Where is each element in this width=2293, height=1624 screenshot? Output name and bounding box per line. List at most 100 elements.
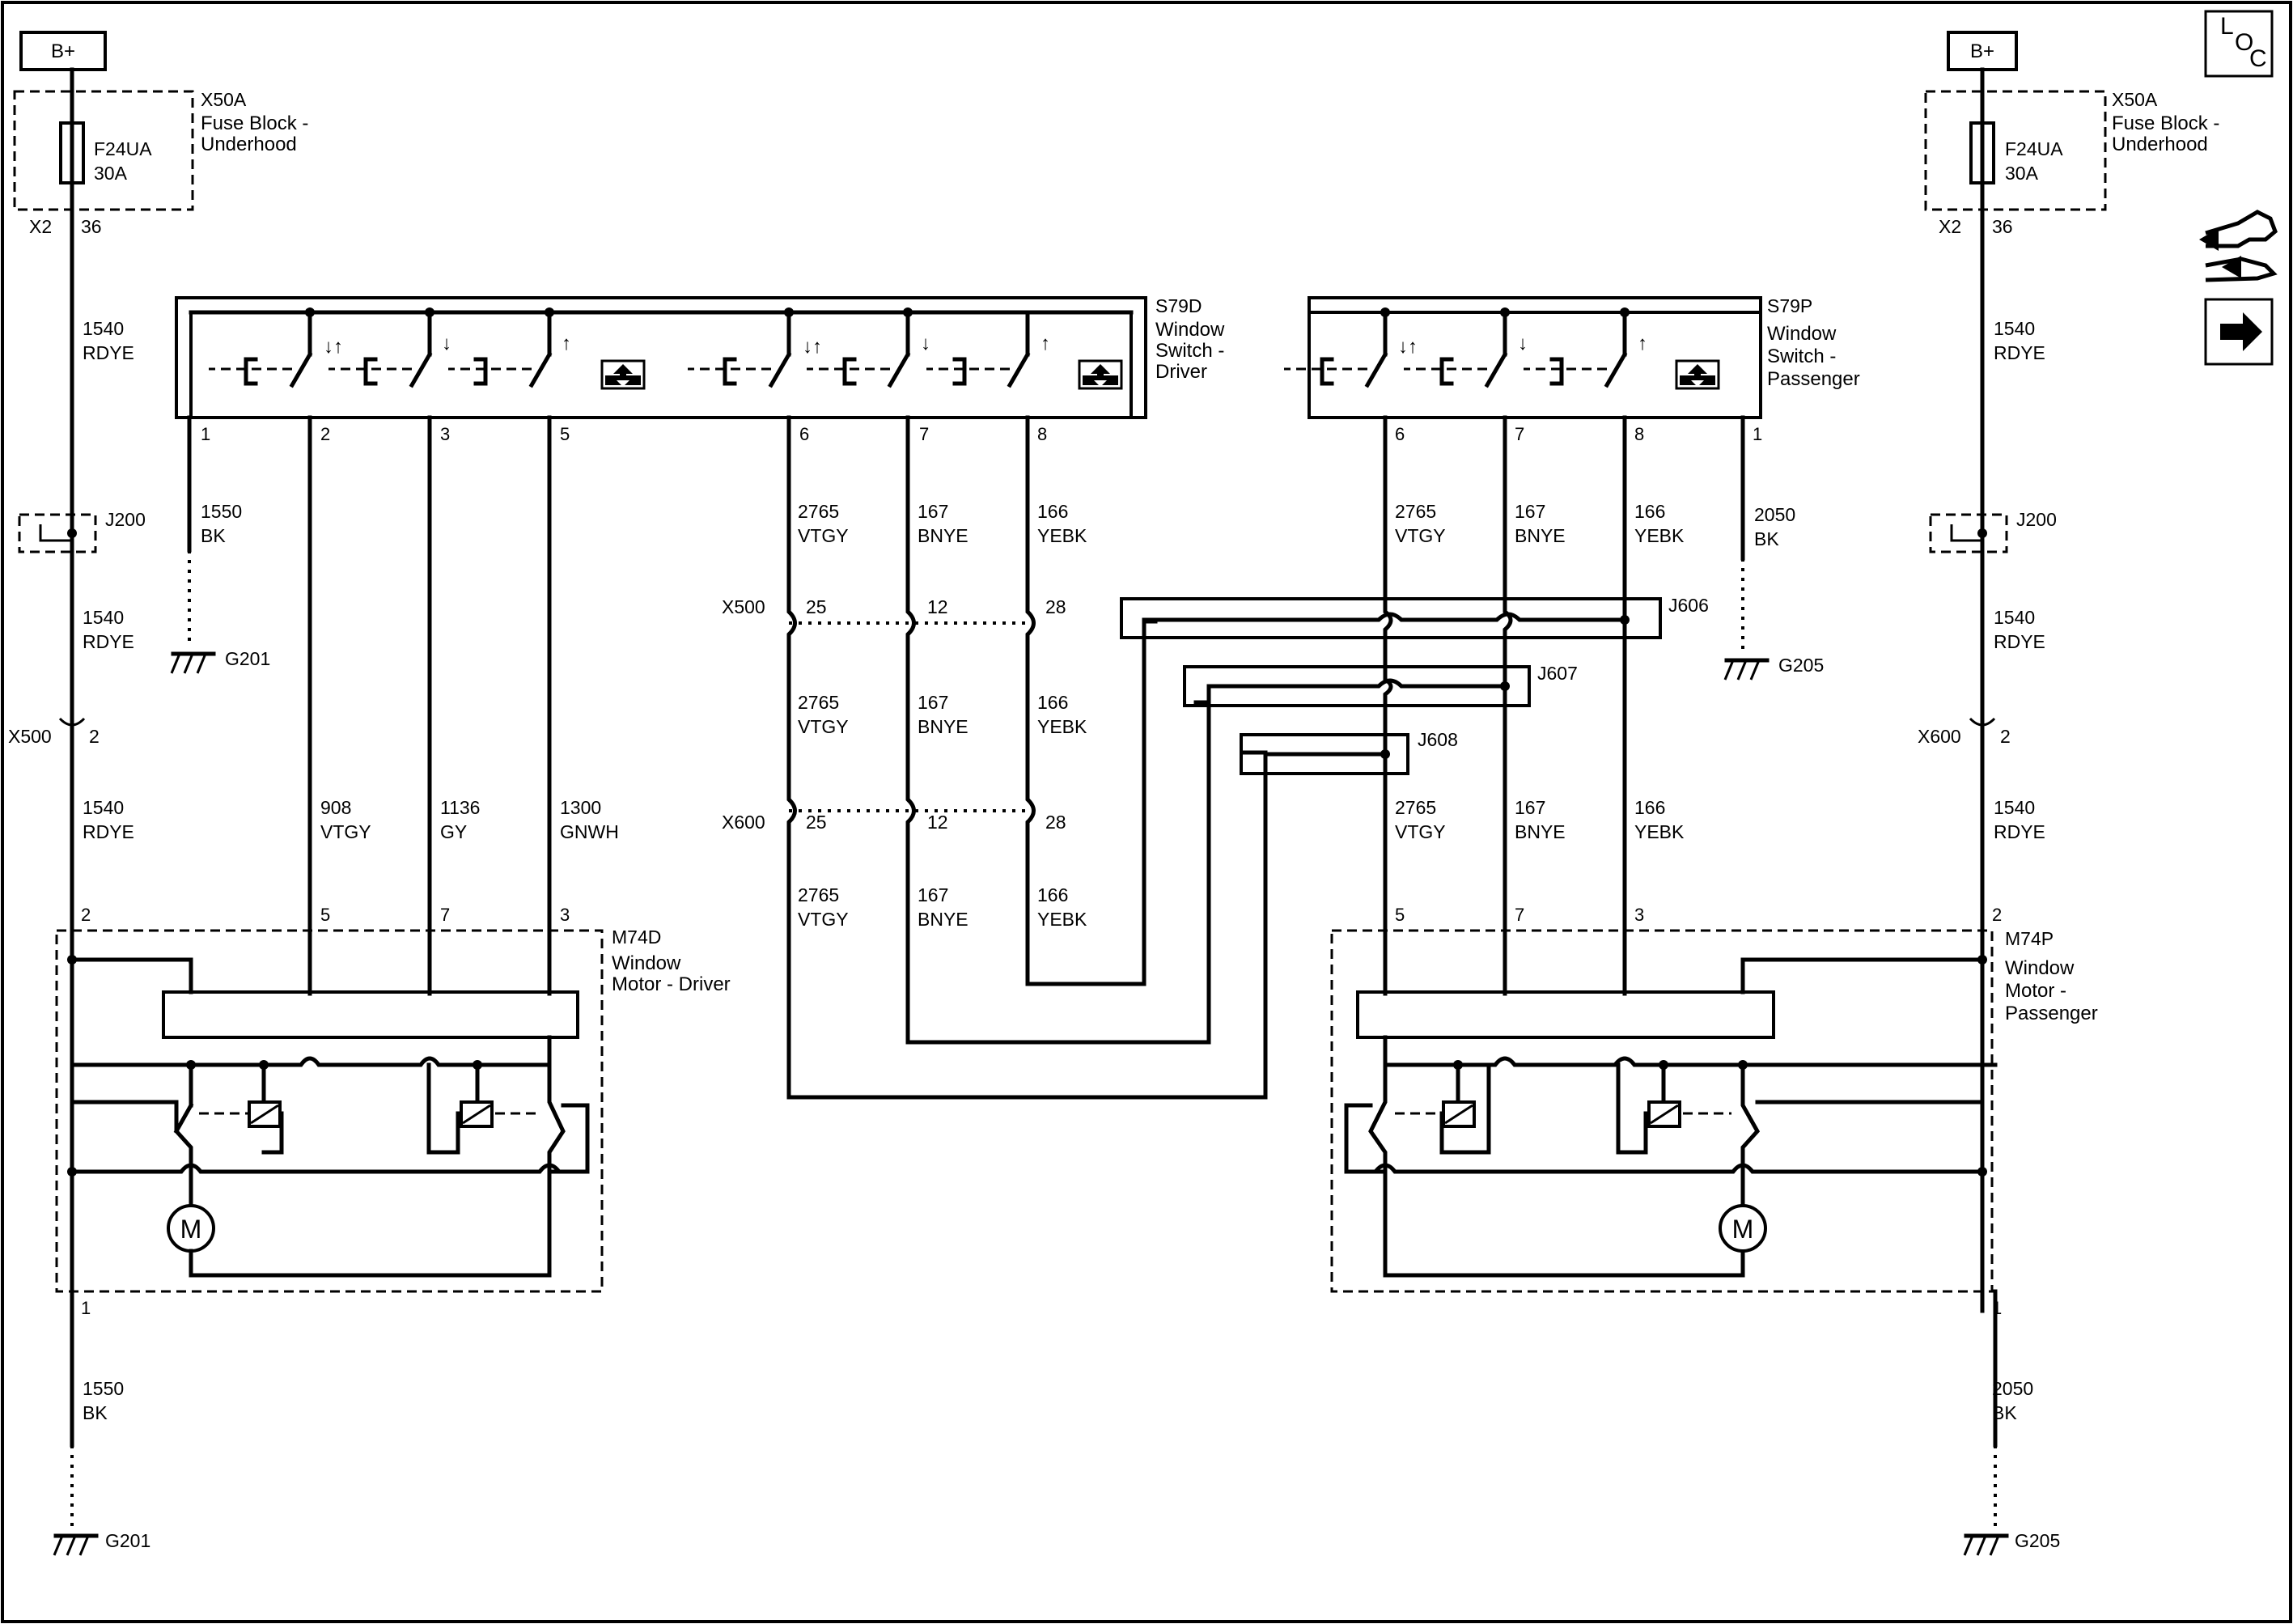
switch-driver-arrow-2: ↓: [442, 333, 451, 354]
motor-passenger: M74P Window Motor - Passenger 5 7 3 2 1 …: [1330, 905, 2098, 1555]
splice-j607: [1183, 665, 1531, 707]
pass-upper-vtgy-num: 2765: [1395, 501, 1436, 522]
wire-1300-num: 1300: [560, 797, 601, 818]
switch-passenger-outer: [1308, 296, 1762, 419]
switch-passenger-ground-label: G205: [1778, 655, 1824, 676]
switch-driver-name-3: Driver: [1155, 361, 1207, 383]
loc-badge[interactable]: L O C: [2204, 10, 2274, 78]
motor-passenger-outline: [1330, 929, 1994, 1293]
motor-driver-name-1: Window: [612, 952, 681, 974]
cross-upper-vtgy-num: 2765: [798, 501, 839, 522]
motor-driver-pin-3: 3: [560, 905, 570, 925]
cross-upper-vtgy-color: VTGY: [798, 525, 849, 546]
pass-lower-bnye-color: BNYE: [1515, 821, 1566, 842]
cross-lower-bnye-num: 167: [918, 884, 948, 905]
splice-j606-label: J606: [1668, 595, 1709, 616]
switch-passenger-arrow-3: ↑: [1638, 333, 1647, 354]
left-fuse-id: F24UA: [94, 138, 152, 159]
cross-lower-bnye-color: BNYE: [918, 909, 968, 930]
cross-upper-yebk-num: 166: [1037, 501, 1068, 522]
next-page-arrow-icon[interactable]: [2204, 298, 2274, 366]
switch-driver-pin-1: 1: [201, 424, 210, 444]
motor-passenger-name-2: Motor -: [2005, 980, 2066, 1002]
x500-pin-25: 25: [806, 596, 827, 617]
motor-driver-ground-wire-num: 1550: [83, 1378, 124, 1399]
switch-passenger-name-1: Window: [1767, 323, 1837, 345]
loc-letter-c: C: [2249, 45, 2267, 72]
switch-driver-arrow-3: ↑: [562, 333, 571, 354]
switch-passenger-ground-wire-num: 2050: [1754, 504, 1795, 525]
motor-driver-ground-icon: [54, 1536, 96, 1555]
right-wire-b-num: 1540: [1994, 607, 2035, 628]
left-wire-a-color: RDYE: [83, 342, 134, 363]
right-j200-outline: [1929, 513, 2008, 553]
cross-mid-vtgy-num: 2765: [798, 692, 839, 713]
motor-passenger-symbol: [1719, 1204, 1767, 1253]
splice-j608-label: J608: [1418, 729, 1458, 750]
motor-passenger-pin-2: 2: [1992, 905, 2002, 925]
switch-driver-name-2: Switch -: [1155, 340, 1224, 362]
switch-driver: S79D Window Switch - Driver ↓↑ ↓ ↑ ↓↑ ↓ …: [172, 295, 1225, 673]
motor-passenger-pin-3: 3: [1634, 905, 1644, 925]
switch-driver-outer: [175, 296, 1147, 419]
x500-pin-12: 12: [927, 596, 948, 617]
motor-driver-outline: [55, 929, 604, 1293]
cross-upper-bnye-num: 167: [918, 501, 948, 522]
pass-lower-vtgy-num: 2765: [1395, 797, 1436, 818]
driver-motor-wires: 908 VTGY 1136 GY 1300 GNWH: [307, 415, 619, 996]
switch-passenger-ground-wire-color: BK: [1754, 528, 1779, 549]
switch-driver-id: S79D: [1155, 295, 1202, 316]
x600-pin-12: 12: [927, 812, 948, 833]
switch-passenger-ground-icon: [1725, 660, 1767, 680]
switch-passenger-pin-8: 8: [1634, 424, 1644, 444]
right-power-feed: B+ X50A Fuse Block - Underhood F24UA 30A…: [1918, 31, 2219, 1448]
switch-driver-ground-wire-num: 1550: [201, 501, 242, 522]
motor-driver-ground-label: G201: [105, 1530, 150, 1551]
motor-driver-id: M74D: [612, 926, 661, 948]
pass-lower-yebk-color: YEBK: [1634, 821, 1685, 842]
right-wire-c-color: RDYE: [1994, 821, 2045, 842]
motor-passenger-ground-label: G205: [2015, 1530, 2060, 1551]
motor-passenger-id: M74P: [2005, 928, 2054, 949]
switch-driver-arrow-4: ↓↑: [803, 336, 822, 358]
switch-passenger-pin-1: 1: [1753, 424, 1762, 444]
left-b-plus-label: B+: [51, 40, 75, 62]
left-power-feed: B+ X50A Fuse Block - Underhood F24UA 30A…: [8, 31, 308, 1448]
switch-passenger-pin-6: 6: [1395, 424, 1405, 444]
switch-passenger-pin-7: 7: [1515, 424, 1524, 444]
right-fuse-id: F24UA: [2005, 138, 2063, 159]
motor-driver-name-2: Motor - Driver: [612, 973, 731, 995]
right-wire-b-color: RDYE: [1994, 631, 2045, 652]
switch-driver-pin-5: 5: [560, 424, 570, 444]
pass-upper-bnye-color: BNYE: [1515, 525, 1566, 546]
motor-driver: M74D Window Motor - Driver 2 5 7 3 1 M: [54, 905, 731, 1555]
motor-driver-module: [162, 990, 579, 1039]
right-splice-j200: J200: [2016, 509, 2057, 530]
x600-pin-28: 28: [1045, 812, 1066, 833]
switch-passenger-arrow-2: ↓: [1518, 333, 1528, 354]
right-wire-c-num: 1540: [1994, 797, 2035, 818]
switch-driver-lock-icon-2: [1078, 359, 1123, 390]
motor-passenger-pin-7: 7: [1515, 905, 1524, 925]
cross-wires: X500 25 12 28 X600 25 12 28 2765 VTGY 16…: [722, 415, 1268, 1100]
loc-letter-l: L: [2220, 13, 2234, 40]
motor-passenger-ground-wire-color: BK: [1992, 1402, 2017, 1423]
switch-driver-pin-6: 6: [799, 424, 809, 444]
left-fuse-block-id: X50A: [201, 89, 247, 110]
motor-passenger-ground-wire-num: 2050: [1992, 1378, 2033, 1399]
left-wire-c-num: 1540: [83, 797, 124, 818]
left-connector-x500: X500: [8, 726, 52, 747]
left-fuse-block-outline: [13, 90, 194, 211]
motor-passenger-module: [1356, 990, 1775, 1039]
motor-driver-symbol-label: M: [180, 1215, 202, 1244]
connector-view-icon[interactable]: [2199, 210, 2278, 282]
cross-mid-yebk-color: YEBK: [1037, 716, 1087, 737]
motor-driver-pin-2: 2: [81, 905, 91, 925]
cross-mid-bnye-num: 167: [918, 692, 948, 713]
motor-passenger-name-1: Window: [2005, 957, 2075, 979]
splice-j606: [1120, 597, 1662, 639]
switch-driver-arrow-5: ↓: [921, 333, 930, 354]
cross-mid-bnye-color: BNYE: [918, 716, 968, 737]
cross-upper-yebk-color: YEBK: [1037, 525, 1087, 546]
